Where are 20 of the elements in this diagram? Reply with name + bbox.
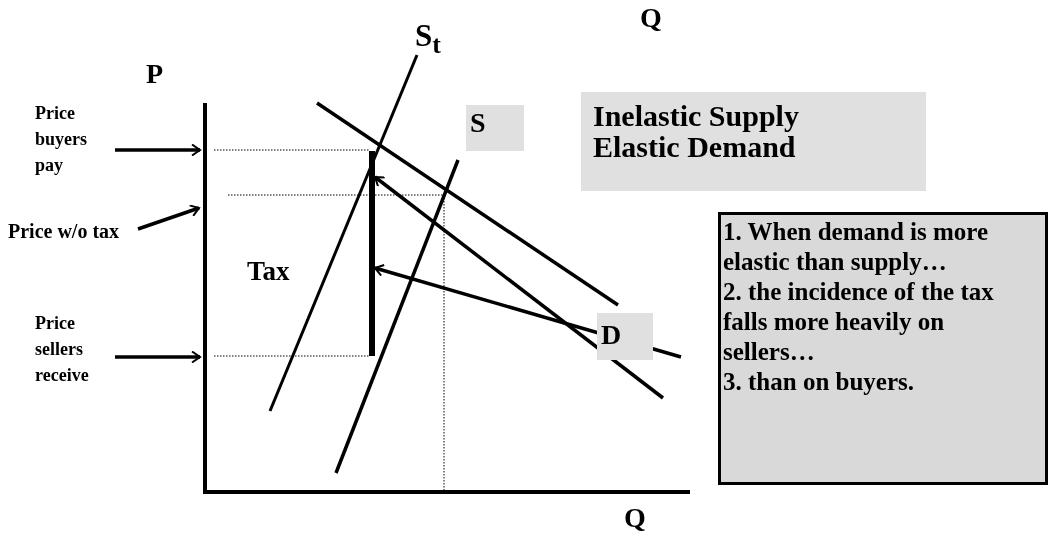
curve-label: S$_{t}$ bbox=[415, 18, 441, 61]
tax-bar bbox=[369, 151, 375, 356]
note-box bbox=[718, 212, 1048, 485]
curve-label-box: S bbox=[466, 105, 524, 151]
arrow bbox=[137, 204, 200, 231]
tax-label: Tax bbox=[247, 256, 290, 287]
arrow bbox=[373, 175, 665, 400]
arrow bbox=[115, 350, 201, 364]
title-box: Inelastic Supply Elastic Demand bbox=[581, 92, 926, 191]
price-label: Price buyers pay bbox=[35, 100, 115, 180]
note-text: 3. than on buyers. bbox=[723, 367, 915, 397]
arrow bbox=[115, 143, 201, 157]
price-label: Price sellers receive bbox=[35, 310, 115, 390]
price-label: Price w/o tax bbox=[8, 219, 138, 243]
curve-label-box: D bbox=[597, 313, 653, 360]
axis-label: Q bbox=[624, 502, 646, 534]
note-text: 2. the incidence of the tax falls more heavily on sellers… bbox=[723, 277, 995, 367]
axis-label: P bbox=[146, 58, 164, 90]
note-text: 1. When demand is more elastic than supply… bbox=[723, 217, 990, 277]
axis-label: Q bbox=[640, 2, 662, 34]
